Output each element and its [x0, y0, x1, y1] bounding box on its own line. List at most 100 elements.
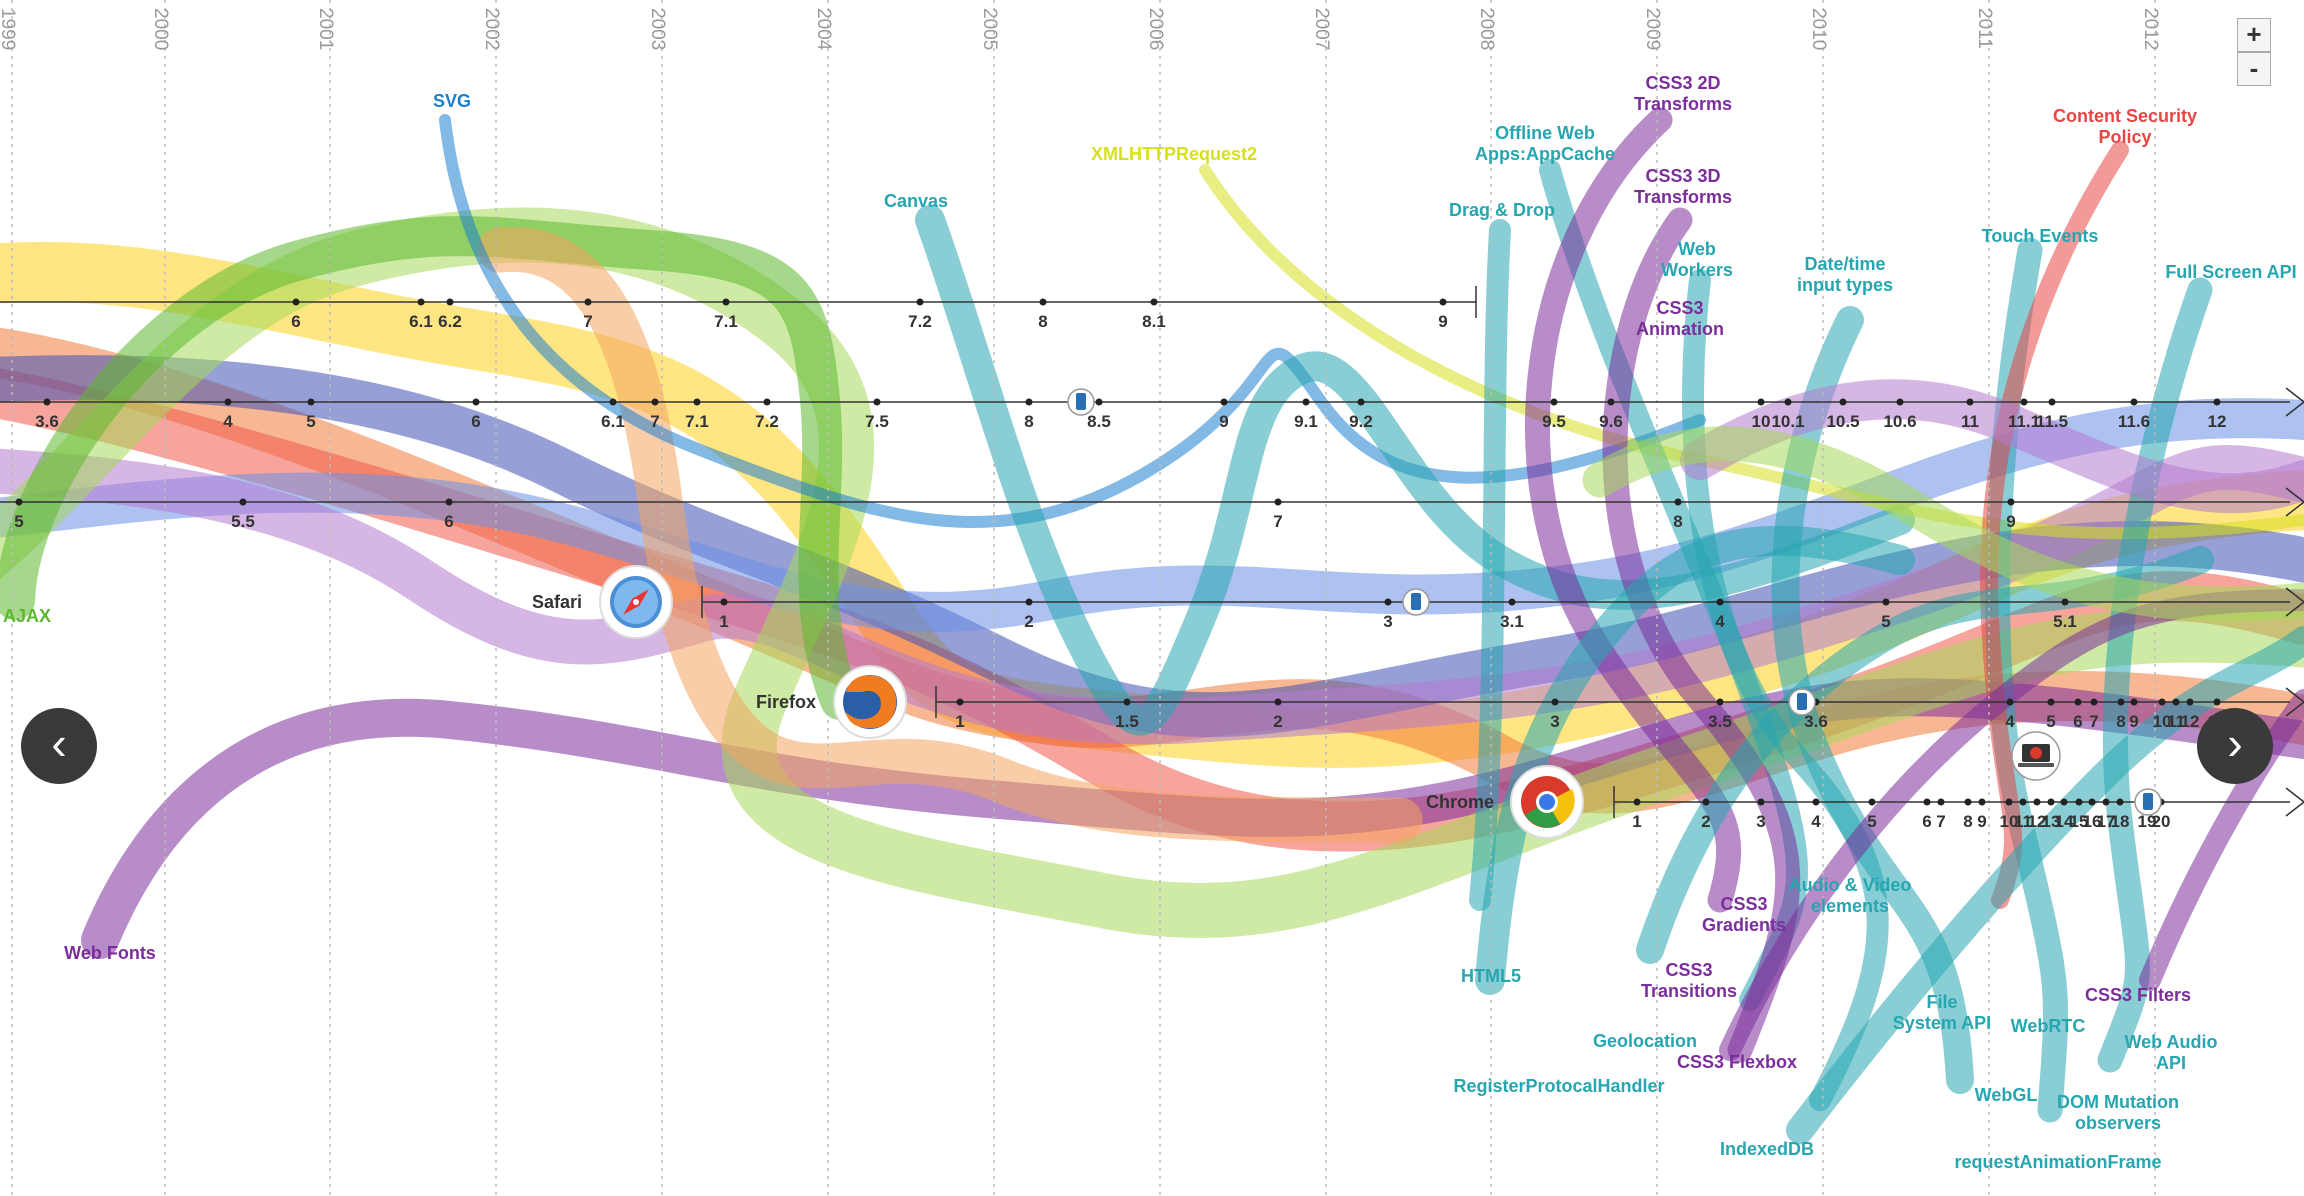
version-dot[interactable]: [2213, 698, 2221, 706]
version-dot[interactable]: [2048, 398, 2056, 406]
version-dot[interactable]: [1274, 498, 1282, 506]
version-dot[interactable]: [1702, 798, 1710, 806]
version-dot[interactable]: [1025, 598, 1033, 606]
feature-label[interactable]: Canvas: [884, 191, 948, 211]
version-dot[interactable]: [2033, 798, 2041, 806]
feature-label[interactable]: Full Screen API: [2165, 262, 2296, 282]
version-dot[interactable]: [1757, 398, 1765, 406]
version-dot[interactable]: [1716, 698, 1724, 706]
version-dot[interactable]: [2117, 698, 2125, 706]
version-dot[interactable]: [292, 298, 300, 306]
version-dot[interactable]: [2158, 698, 2166, 706]
version-dot[interactable]: [1882, 598, 1890, 606]
version-dot[interactable]: [15, 498, 23, 506]
version-dot[interactable]: [2060, 798, 2068, 806]
version-dot[interactable]: [307, 398, 315, 406]
version-dot[interactable]: [2102, 798, 2110, 806]
version-dot[interactable]: [763, 398, 771, 406]
version-dot[interactable]: [417, 298, 425, 306]
version-dot[interactable]: [1868, 798, 1876, 806]
chromebook-icon[interactable]: [2011, 731, 2061, 781]
version-dot[interactable]: [1123, 698, 1131, 706]
version-dot[interactable]: [1384, 598, 1392, 606]
version-dot[interactable]: [2075, 798, 2083, 806]
version-dot[interactable]: [1633, 798, 1641, 806]
version-dot[interactable]: [584, 298, 592, 306]
version-dot[interactable]: [873, 398, 881, 406]
chrome-logo-icon[interactable]: [1510, 765, 1584, 839]
feature-label[interactable]: requestAnimationFrame: [1954, 1152, 2161, 1172]
version-dot[interactable]: [445, 498, 453, 506]
version-dot[interactable]: [720, 598, 728, 606]
previous-button[interactable]: ‹: [21, 708, 97, 784]
version-dot[interactable]: [2213, 398, 2221, 406]
version-dot[interactable]: [956, 698, 964, 706]
version-dot[interactable]: [2047, 798, 2055, 806]
version-dot[interactable]: [1812, 798, 1820, 806]
version-dot[interactable]: [2061, 598, 2069, 606]
version-dot[interactable]: [1923, 798, 1931, 806]
version-dot[interactable]: [1357, 398, 1365, 406]
firefox-logo-icon[interactable]: [833, 665, 907, 739]
version-dot[interactable]: [2007, 498, 2015, 506]
version-dot[interactable]: [722, 298, 730, 306]
version-dot[interactable]: [1274, 698, 1282, 706]
version-dot[interactable]: [1716, 598, 1724, 606]
version-dot[interactable]: [1757, 798, 1765, 806]
mobile-device-icon[interactable]: [1402, 588, 1430, 616]
safari-logo-icon[interactable]: [599, 565, 673, 639]
feature-label[interactable]: XMLHTTPRequest2: [1091, 144, 1257, 164]
version-dot[interactable]: [2019, 798, 2027, 806]
feature-label[interactable]: WebRTC: [2011, 1016, 2086, 1036]
mobile-device-icon[interactable]: [2134, 788, 2162, 816]
version-dot[interactable]: [1039, 298, 1047, 306]
version-dot[interactable]: [1978, 798, 1986, 806]
version-dot[interactable]: [1508, 598, 1516, 606]
version-dot[interactable]: [2186, 698, 2194, 706]
version-dot[interactable]: [1966, 398, 1974, 406]
version-dot[interactable]: [1784, 398, 1792, 406]
version-dot[interactable]: [1302, 398, 1310, 406]
version-dot[interactable]: [1551, 698, 1559, 706]
version-dot[interactable]: [651, 398, 659, 406]
feature-label[interactable]: RegisterProtocalHandler: [1453, 1076, 1664, 1096]
zoom-out-button[interactable]: -: [2237, 52, 2271, 86]
version-dot[interactable]: [2074, 698, 2082, 706]
mobile-device-icon[interactable]: [1067, 388, 1095, 416]
version-dot[interactable]: [1150, 298, 1158, 306]
next-button[interactable]: ›: [2197, 708, 2273, 784]
feature-label[interactable]: CSS3 Flexbox: [1677, 1052, 1797, 1072]
version-dot[interactable]: [2116, 798, 2124, 806]
version-dot[interactable]: [1550, 398, 1558, 406]
version-dot[interactable]: [693, 398, 701, 406]
version-dot[interactable]: [2047, 698, 2055, 706]
version-dot[interactable]: [1439, 298, 1447, 306]
version-dot[interactable]: [2130, 398, 2138, 406]
version-dot[interactable]: [609, 398, 617, 406]
version-dot[interactable]: [1937, 798, 1945, 806]
version-dot[interactable]: [446, 298, 454, 306]
version-dot[interactable]: [1896, 398, 1904, 406]
feature-label[interactable]: IndexedDB: [1720, 1139, 1814, 1159]
feature-label[interactable]: WebGL: [1975, 1085, 2038, 1105]
feature-label[interactable]: AJAX: [3, 606, 51, 626]
version-dot[interactable]: [1220, 398, 1228, 406]
version-dot[interactable]: [2088, 798, 2096, 806]
feature-label[interactable]: CSS3 Filters: [2085, 985, 2191, 1005]
version-dot[interactable]: [2005, 798, 2013, 806]
version-dot[interactable]: [916, 298, 924, 306]
feature-label[interactable]: Web Fonts: [64, 943, 156, 963]
feature-label[interactable]: Geolocation: [1593, 1031, 1697, 1051]
feature-label[interactable]: Drag & Drop: [1449, 200, 1555, 220]
version-dot[interactable]: [239, 498, 247, 506]
version-dot[interactable]: [1607, 398, 1615, 406]
